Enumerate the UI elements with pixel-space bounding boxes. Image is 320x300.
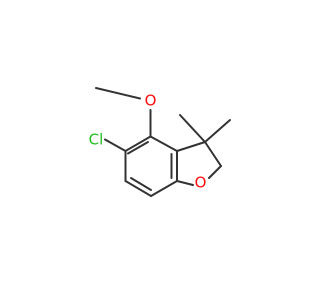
atom-labels: O Cl O — [89, 92, 207, 192]
bond-c7-c7a — [150, 180, 178, 197]
bond-c5-cl — [104, 138, 127, 152]
bond-c3-methyl-a — [179, 114, 206, 143]
bond-c3a-c4 — [149, 135, 178, 152]
molecule-canvas: O Cl O — [88, 87, 231, 197]
molecule-structure: O Cl O — [89, 87, 231, 197]
bond-o-methoxy-ch3 — [95, 87, 141, 100]
bond-c3-methyl-b — [204, 119, 231, 143]
atom-chlorine: Cl — [89, 131, 104, 149]
atom-oxygen-methoxy: O — [145, 92, 157, 110]
bond-c4-c5 — [124, 135, 152, 152]
bond-c6-c7-double — [130, 177, 152, 191]
bond-c3a-c3 — [176, 141, 206, 152]
bond-o-ring-c7a — [176, 180, 194, 186]
bonds — [95, 87, 231, 197]
bond-c6-c7 — [124, 180, 152, 197]
bond-c2-o-ring — [208, 165, 222, 179]
atom-oxygen-ring: O — [195, 174, 207, 192]
bond-c4-c5-double — [127, 141, 149, 155]
bond-c3-c2 — [204, 141, 222, 167]
